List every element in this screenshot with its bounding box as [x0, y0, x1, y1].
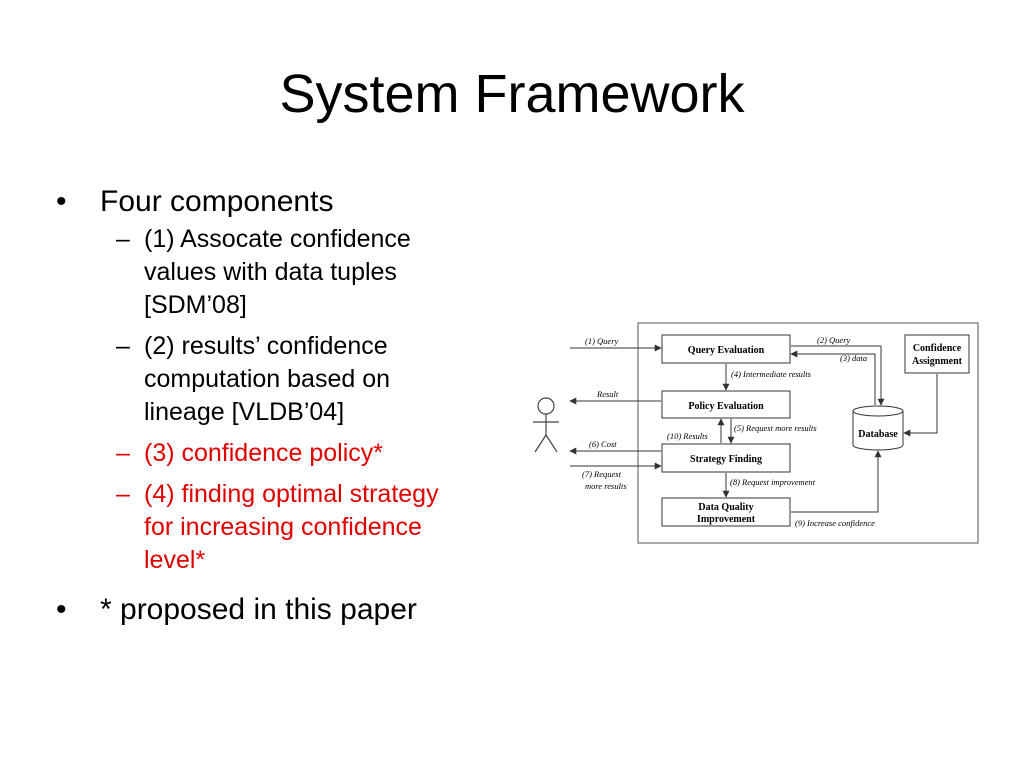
- sub-bullet-4-line3: level*: [144, 546, 206, 574]
- label-cost-6: (6) Cost: [589, 439, 617, 449]
- arrow-confidence-db: [903, 374, 938, 437]
- database-icon: Database: [852, 405, 904, 451]
- sub-bullet-4: – (4) finding optimal strategy for incre…: [56, 478, 506, 577]
- framework-frame: [637, 322, 979, 544]
- arrow-increase-9: [791, 450, 882, 513]
- label-result: Result: [596, 389, 619, 399]
- bullet-proposed-note: • * proposed in this paper: [56, 591, 506, 629]
- system-framework-diagram: Query Evaluation Policy Evaluation Strat…: [533, 322, 979, 544]
- confidence-assignment-box: Confidence Assignment: [904, 334, 970, 374]
- label-results-10: (10) Results: [667, 431, 709, 441]
- data-quality-label-line1: Data Quality: [698, 502, 753, 513]
- label-intermediate-4: (4) Intermediate results: [731, 369, 812, 379]
- label-request-5: (5) Request more results: [734, 423, 817, 433]
- bullet-mark: •: [56, 593, 67, 626]
- sub-bullet-4-line2: for increasing confidence: [144, 513, 422, 541]
- strategy-finding-box: Strategy Finding: [661, 443, 791, 473]
- query-evaluation-box: Query Evaluation: [661, 334, 791, 364]
- slide-title: System Framework: [279, 64, 745, 124]
- label-request-7-line2: more results: [585, 481, 627, 491]
- dash-mark: –: [116, 332, 130, 360]
- dash-mark: –: [116, 480, 130, 508]
- bullet-text: * proposed in this paper: [100, 593, 417, 626]
- arrow-data-3: [790, 350, 876, 405]
- sub-bullet-1-line3: [SDM’08]: [144, 291, 247, 319]
- strategy-finding-label: Strategy Finding: [690, 454, 762, 465]
- label-improvement-8: (8) Request improvement: [730, 477, 816, 487]
- dash-mark: –: [116, 225, 130, 253]
- label-increase-9: (9) Increase confidence: [795, 518, 875, 528]
- confidence-label-line2: Assignment: [912, 356, 963, 367]
- data-quality-improvement-box: Data Quality Improvement: [661, 497, 791, 527]
- sub-bullet-2: – (2) results’ confidence computation ba…: [56, 330, 506, 429]
- label-data-3: (3) data: [840, 353, 867, 363]
- label-query-2: (2) Query: [817, 335, 851, 345]
- dash-mark: –: [116, 439, 130, 467]
- sub-bullet-4-line1: (4) finding optimal strategy: [144, 480, 439, 508]
- query-evaluation-label: Query Evaluation: [688, 345, 765, 356]
- label-request-7-line1: (7) Request: [582, 469, 622, 479]
- sub-bullet-2-line1: (2) results’ confidence: [144, 332, 388, 360]
- sub-bullet-1-line1: (1) Assocate confidence: [144, 225, 411, 253]
- database-label: Database: [858, 429, 898, 440]
- bullet-four-components: • Four components: [56, 183, 506, 221]
- bullet-list: • Four components – (1) Assocate confide…: [56, 183, 506, 631]
- policy-evaluation-label: Policy Evaluation: [688, 401, 764, 412]
- arrow-query-2: [791, 345, 885, 406]
- sub-bullet-1: – (1) Assocate confidence values with da…: [56, 223, 506, 322]
- confidence-label-line1: Confidence: [913, 343, 962, 354]
- sub-bullet-1-line2: values with data tuples: [144, 258, 397, 286]
- label-query-1: (1) Query: [585, 336, 619, 346]
- policy-evaluation-box: Policy Evaluation: [661, 390, 791, 419]
- sub-bullet-3: – (3) confidence policy*: [56, 437, 506, 470]
- bullet-text: Four components: [100, 185, 334, 218]
- sub-bullet-2-line2: computation based on: [144, 365, 391, 393]
- bullet-mark: •: [56, 185, 67, 218]
- data-quality-label-line2: Improvement: [697, 514, 756, 525]
- sub-bullet-2-line3: lineage [VLDB’04]: [144, 398, 345, 426]
- user-icon: [533, 397, 559, 453]
- sub-bullet-3-line1: (3) confidence policy*: [144, 439, 384, 467]
